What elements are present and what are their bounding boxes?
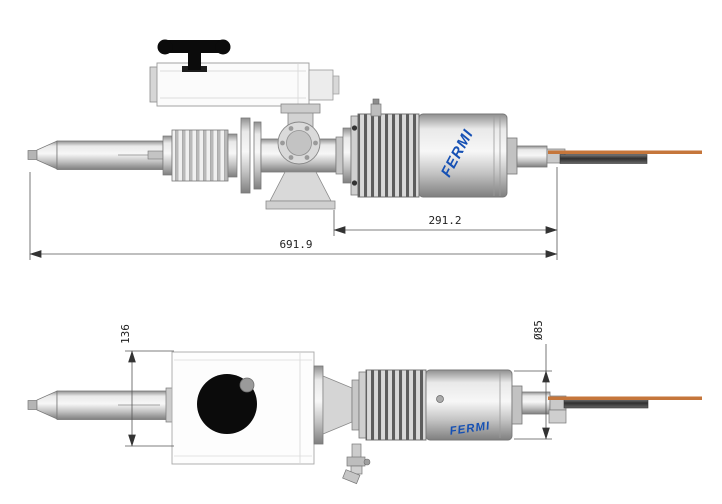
dim-diameter-label: Ø85 — [532, 320, 545, 340]
side-view: FERMI 291.2 691.9 — [27, 39, 702, 260]
dimension-cooler-diameter: Ø85 — [514, 320, 552, 440]
dimension-total-length: 691.9 — [29, 172, 558, 260]
probe-tip — [27, 150, 38, 160]
bellows — [171, 129, 229, 182]
cooling-fins — [357, 113, 420, 198]
cable-orange — [548, 150, 702, 154]
fermi-logo-top: FERMI — [449, 420, 491, 438]
probe-assembly-top — [27, 351, 371, 485]
dim-691-label: 691.9 — [279, 238, 312, 251]
valve-handle — [157, 39, 231, 72]
isolation-valve — [149, 39, 340, 107]
top-connector — [370, 103, 382, 117]
rod-stub — [548, 409, 567, 424]
probe-assembly-side — [27, 103, 352, 210]
cold-finger-rod-top — [563, 398, 649, 409]
probe-nose-cone-top — [36, 390, 58, 420]
base-skirt — [269, 171, 332, 202]
top-view: FERMI 136 Ø85 — [27, 320, 702, 485]
cf-flange-2 — [253, 121, 262, 190]
dim-136-label: 136 — [119, 324, 132, 344]
cryocooler-top: FERMI — [358, 369, 702, 441]
cable-orange-top — [548, 396, 702, 400]
valve-pin — [239, 377, 255, 393]
dim-291-label: 291.2 — [428, 214, 461, 227]
cryocooler-side: FERMI — [350, 98, 702, 198]
cold-finger-rod — [559, 154, 648, 164]
reducer-neck — [322, 375, 353, 435]
output-collar — [516, 145, 548, 168]
pump-out-valve — [342, 443, 371, 485]
bellows-flange-left — [162, 135, 173, 176]
probe-nose-cone — [36, 140, 58, 170]
cooling-fins-top — [365, 369, 427, 441]
valve-right-cap — [308, 69, 334, 101]
dimension-body-height: 136 — [119, 324, 174, 447]
vacuum-cross — [260, 103, 337, 210]
valve-body — [156, 62, 310, 107]
bellows-flange-right — [227, 133, 238, 178]
base-plate — [265, 200, 336, 210]
cf-flange-1 — [240, 117, 251, 194]
top-port-flange — [280, 103, 321, 114]
dimension-partial-length: 291.2 — [333, 167, 558, 260]
probe-tip-top — [27, 400, 38, 410]
